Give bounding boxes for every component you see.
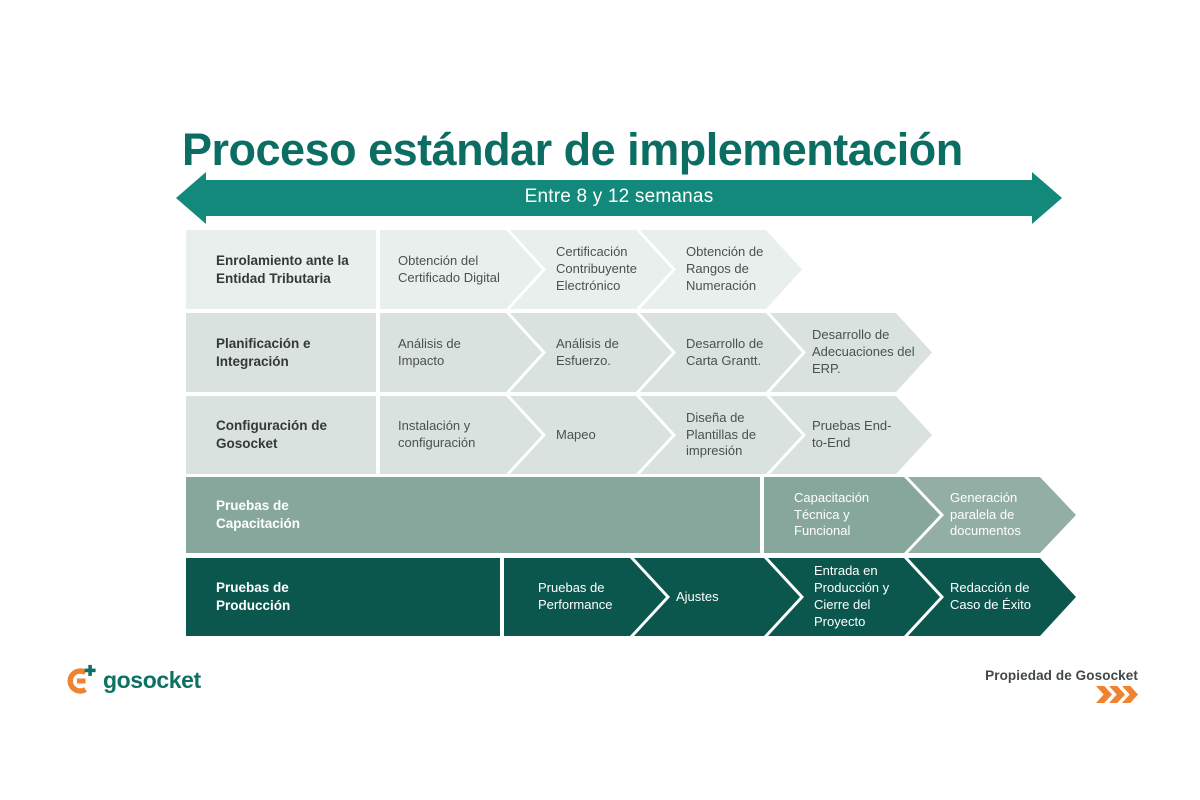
- gosocket-logo: gosocket: [62, 662, 201, 698]
- process-step-chevron: Obtención del Certificado Digital: [380, 230, 542, 309]
- process-step-chevron: Instalación y configuración: [380, 396, 542, 474]
- process-step-chevron: Análisis de Impacto: [380, 313, 542, 392]
- phase-label: Configuración de Gosocket: [186, 396, 376, 474]
- process-step-chevron: Entrada en Producción y Cierre del Proye…: [768, 558, 940, 636]
- process-step-chevron: Pruebas End-to-End: [770, 396, 932, 474]
- triple-chevron-right-icon: [985, 686, 1138, 703]
- process-step-chevron: Capacitación Técnica y Funcional: [764, 477, 940, 553]
- chevron-right-icon: [1109, 686, 1125, 703]
- timeline-duration-label: Entre 8 y 12 semanas: [524, 186, 714, 207]
- process-step-chevron: Desarrollo de Carta Grantt.: [640, 313, 802, 392]
- phase-label: Enrolamiento ante la Entidad Tributaria: [186, 230, 376, 309]
- page-title: Proceso estándar de implementación: [182, 124, 963, 175]
- gosocket-g-plus-icon: [62, 662, 96, 698]
- chevron-right-icon: [1122, 686, 1138, 703]
- logo-wordmark: gosocket: [103, 666, 201, 693]
- ownership-label: Propiedad de Gosocket: [985, 668, 1138, 683]
- phase-label: Planificación e Integración: [186, 313, 376, 392]
- chevron-right-icon: [1096, 686, 1112, 703]
- phase-label: Pruebas de Capacitación: [186, 477, 760, 553]
- timeline-double-arrow-icon: [176, 172, 1062, 224]
- phase-label: Pruebas de Producción: [186, 558, 500, 636]
- process-step-chevron: Pruebas de Performance: [504, 558, 666, 636]
- ownership-note: Propiedad de Gosocket: [985, 668, 1138, 703]
- process-step-chevron: Diseña de Plantillas de impresión: [640, 396, 802, 474]
